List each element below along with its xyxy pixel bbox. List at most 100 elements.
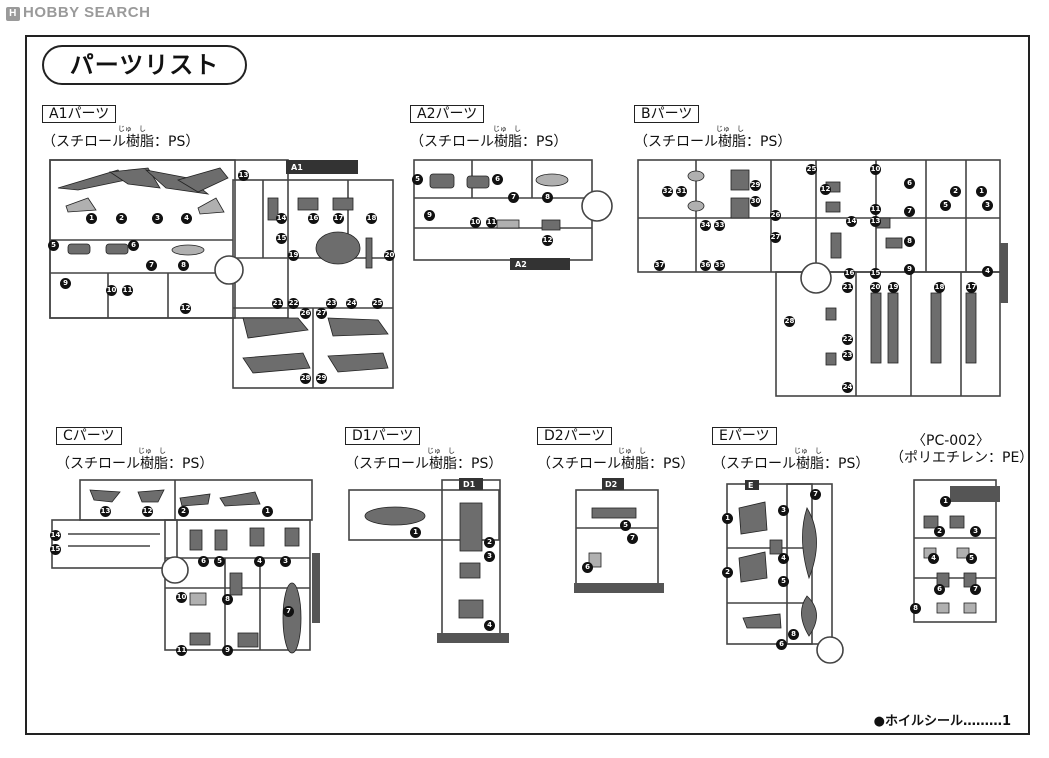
part-number: 6 — [904, 178, 915, 189]
part-number: 10 — [106, 285, 117, 296]
runner-tag-e: E — [748, 481, 753, 490]
ruby-e: じゅ し — [794, 447, 822, 455]
part-number: 1 — [86, 213, 97, 224]
part-number: 13 — [238, 170, 249, 181]
part-number: 9 — [60, 278, 71, 289]
part-number: 7 — [810, 489, 821, 500]
watermark-text: HOBBY SEARCH — [23, 4, 151, 21]
part-number: 10 — [470, 217, 481, 228]
part-number: 24 — [346, 298, 357, 309]
part-number: 10 — [176, 592, 187, 603]
part-number: 1 — [410, 527, 421, 538]
runner-tag-a1: A1 — [291, 163, 303, 172]
part-number: 16 — [308, 213, 319, 224]
part-number: 1 — [940, 496, 951, 507]
part-number: 2 — [934, 526, 945, 537]
part-number: 11 — [486, 217, 497, 228]
part-number: 6 — [582, 562, 593, 573]
sprue-d2: D2 — [574, 478, 664, 593]
section-material-a1: （スチロール樹脂：PS） — [42, 134, 200, 150]
section-material-e: （スチロール樹脂：PS） — [712, 456, 870, 472]
part-number: 36 — [700, 260, 711, 271]
section-label-d1: D1パーツ — [345, 427, 421, 445]
part-number: 34 — [700, 220, 711, 231]
part-number: 14 — [50, 530, 61, 541]
part-number: 3 — [484, 551, 495, 562]
section-material-d2: （スチロール樹脂：PS） — [537, 456, 695, 472]
part-number: 12 — [542, 235, 553, 246]
sprue-d1: D1 — [348, 478, 509, 643]
part-number: 20 — [384, 250, 395, 261]
part-number: 30 — [750, 196, 761, 207]
section-label-a2: A2パーツ — [410, 105, 485, 123]
part-number: 27 — [316, 308, 327, 319]
part-number: 28 — [300, 373, 311, 384]
part-number: 4 — [181, 213, 192, 224]
part-number: 5 — [412, 174, 423, 185]
runner-tag-d1: D1 — [463, 480, 476, 489]
part-number: 26 — [300, 308, 311, 319]
part-number: 7 — [970, 584, 981, 595]
section-material-c: （スチロール樹脂：PS） — [56, 456, 214, 472]
part-number: 15 — [870, 268, 881, 279]
part-number: 5 — [48, 240, 59, 251]
section-label-b: Bパーツ — [634, 105, 700, 123]
part-number: 4 — [254, 556, 265, 567]
part-number: 19 — [888, 282, 899, 293]
section-label-d2: D2パーツ — [537, 427, 613, 445]
part-number: 8 — [910, 603, 921, 614]
sprue-a1: A1 — [49, 159, 394, 389]
part-number: 21 — [842, 282, 853, 293]
part-number: 4 — [484, 620, 495, 631]
sprue-c — [51, 479, 320, 654]
part-number: 1 — [262, 506, 273, 517]
part-number: 14 — [846, 216, 857, 227]
part-number: 12 — [142, 506, 153, 517]
part-number: 7 — [508, 192, 519, 203]
part-number: 25 — [372, 298, 383, 309]
sprue-b — [637, 159, 1008, 397]
part-number: 15 — [50, 544, 61, 555]
page-title: パーツリスト — [42, 45, 247, 85]
part-number: 16 — [844, 268, 855, 279]
part-number: 3 — [778, 505, 789, 516]
section-material-a2: （スチロール樹脂：PS） — [410, 134, 568, 150]
part-number: 19 — [288, 250, 299, 261]
part-number: 9 — [222, 645, 233, 656]
part-number: 3 — [280, 556, 291, 567]
part-number: 6 — [776, 639, 787, 650]
part-number: 9 — [904, 264, 915, 275]
section-label-a1: A1パーツ — [42, 105, 117, 123]
part-number: 6 — [492, 174, 503, 185]
part-number: 2 — [116, 213, 127, 224]
section-label-e: Eパーツ — [712, 427, 777, 445]
ruby-d2: じゅ し — [618, 447, 646, 455]
section-material-pc: （ポリエチレン：PE） — [890, 450, 1034, 466]
ruby-a2: じゅ し — [493, 125, 521, 133]
part-number: 5 — [966, 553, 977, 564]
ruby-b: じゅ し — [716, 125, 744, 133]
section-label-pc: 〈PC-002〉 — [912, 433, 990, 449]
section-material-b: （スチロール樹脂：PS） — [634, 134, 792, 150]
part-number: 8 — [904, 236, 915, 247]
part-number: 17 — [333, 213, 344, 224]
part-number: 2 — [722, 567, 733, 578]
part-number: 3 — [982, 200, 993, 211]
part-number: 2 — [484, 537, 495, 548]
part-number: 2 — [178, 506, 189, 517]
part-number: 7 — [146, 260, 157, 271]
part-number: 12 — [180, 303, 191, 314]
part-number: 8 — [542, 192, 553, 203]
part-number: 21 — [272, 298, 283, 309]
part-number: 22 — [842, 334, 853, 345]
part-number: 5 — [620, 520, 631, 531]
part-number: 11 — [176, 645, 187, 656]
page-frame — [25, 35, 1030, 735]
ruby-a1: じゅ し — [118, 125, 146, 133]
part-number: 2 — [950, 186, 961, 197]
part-number: 28 — [784, 316, 795, 327]
part-number: 15 — [276, 233, 287, 244]
part-number: 26 — [770, 210, 781, 221]
part-number: 6 — [128, 240, 139, 251]
